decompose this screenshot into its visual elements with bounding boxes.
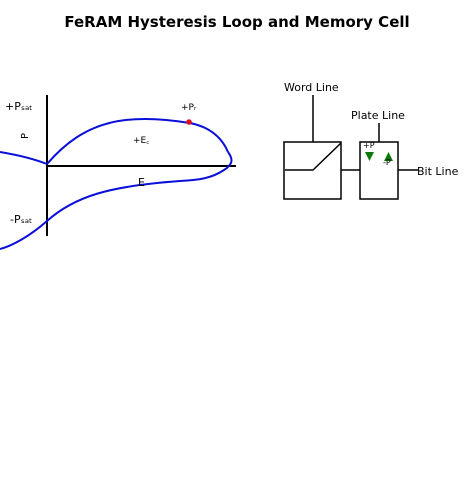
memory-cell-panel: Word Line Plate Line +P -P Bit Line [283,81,459,200]
hysteresis-loop-panel: +Pₛₐₜ -Pₛₐₜ P E +Pᵣ +E꜀ [0,95,236,250]
coercive-label: +E꜀ [133,136,149,146]
e-axis-label: E [138,176,145,189]
hysteresis-lower-branch [0,151,233,250]
figure-title: FeRAM Hysteresis Loop and Memory Cell [64,13,410,31]
positive-polarization-label: +P [363,141,375,150]
hysteresis-upper-branch [46,118,229,165]
transistor-switch-symbol [285,142,342,171]
polarization-up-arrow [384,152,393,161]
plate-line-label: Plate Line [351,109,405,122]
p-sat-positive-label: +Pₛₐₜ [5,100,33,113]
ferroelectric-capacitor [359,141,399,200]
polarization-down-arrow [365,152,374,161]
remanent-label: +Pᵣ [181,103,197,113]
word-line-label: Word Line [284,81,339,94]
remanent-point [186,119,192,125]
negative-polarization-label: -P [383,158,391,167]
bit-line-label: Bit Line [417,165,459,178]
hysteresis-left-branch [0,151,48,165]
p-axis-label: P [20,133,31,139]
p-sat-negative-label: -Pₛₐₜ [10,213,32,226]
